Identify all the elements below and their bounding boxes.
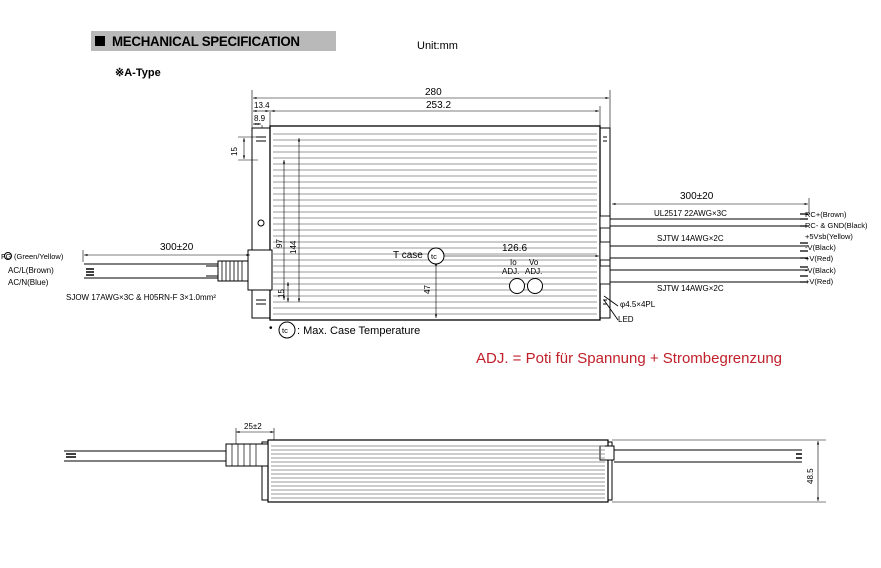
dimension-lines-side	[235, 428, 826, 503]
dim-top-offset: 15	[230, 147, 239, 156]
max-case-temp-label: : Max. Case Temperature	[297, 325, 421, 337]
dim-side-offset: 25±2	[244, 422, 262, 431]
variant-label: ※A-Type	[115, 67, 161, 79]
tc-symbol-icon	[427, 247, 445, 265]
acl-label: AC/L(Brown)	[8, 266, 54, 275]
vo-label: Vo	[529, 258, 539, 267]
dim-body-length: 253.2	[426, 100, 452, 111]
power-cable-2-spec: SJTW 14AWG×2C	[657, 284, 724, 293]
fg-color-label: (Green/Yellow)	[14, 252, 64, 261]
tc-symbol-text: tc	[431, 252, 437, 261]
dimension-lines-top	[82, 90, 810, 318]
unit-label: Unit:mm	[417, 40, 458, 52]
dim-slot-offset: 8.9	[254, 114, 266, 123]
mounting-hole-label: φ4.5×4PL	[620, 300, 656, 309]
legend-bullet: •	[269, 323, 273, 334]
dim-tcase-distance: 126.6	[502, 243, 528, 254]
power-cable-1-spec: SJTW 14AWG×2C	[657, 234, 724, 243]
fg-label: FG	[1, 252, 12, 261]
power-2-pos: +V(Red)	[805, 277, 834, 286]
power-1-neg: -V(Black)	[805, 243, 836, 252]
dim-overall-length: 280	[425, 87, 442, 98]
signal-wire-2: RC- & GND(Black)	[805, 221, 868, 230]
io-adj-label: ADJ.	[502, 267, 520, 276]
side-cables	[64, 449, 802, 463]
input-cable-spec: SJOW 17AWG×3C & H05RN-F 3×1.0mm²	[66, 293, 216, 302]
vo-adj-label: ADJ.	[525, 267, 543, 276]
housing-side-view	[225, 439, 615, 503]
dim-end-offset: 13.4	[254, 101, 270, 110]
potentiometers	[4, 247, 543, 339]
power-2-neg: -V(Black)	[805, 266, 836, 275]
io-label: Io	[510, 258, 517, 267]
dim-input-cable-length: 300±20	[160, 242, 194, 253]
signal-cable-spec: UL2517 22AWG×3C	[654, 209, 727, 218]
input-cable	[84, 260, 249, 282]
tc-legend-symbol-icon	[278, 321, 296, 339]
acn-label: AC/N(Blue)	[8, 278, 49, 287]
dim-output-cable-length: 300±20	[680, 191, 714, 202]
dim-side-height: 48.5	[806, 468, 815, 484]
section-header: MECHANICAL SPECIFICATION	[91, 31, 336, 51]
earth-ground-icon	[4, 252, 12, 260]
header-square-icon	[95, 36, 105, 46]
dim-height-total: 144	[289, 240, 298, 254]
signal-wire-1: RC+(Brown)	[805, 210, 847, 219]
dim-tcase-height: 47	[423, 285, 432, 294]
section-title: MECHANICAL SPECIFICATION	[112, 33, 300, 49]
vo-adj-potentiometer-icon	[527, 278, 543, 294]
output-cables	[599, 213, 808, 321]
dim-bottom-offset: 15	[277, 289, 286, 298]
cooling-fins-side	[271, 445, 605, 499]
adj-note: ADJ. = Poti für Spannung + Strombegrenzu…	[476, 350, 783, 367]
legend-tc-text: tc	[282, 326, 288, 335]
led-label: LED	[618, 315, 634, 324]
dim-height-inner: 97	[275, 239, 284, 248]
tcase-label: T case	[393, 250, 423, 261]
signal-wire-3: +5Vsb(Yellow)	[805, 232, 853, 241]
power-1-pos: +V(Red)	[805, 254, 834, 263]
io-adj-potentiometer-icon	[509, 278, 525, 294]
